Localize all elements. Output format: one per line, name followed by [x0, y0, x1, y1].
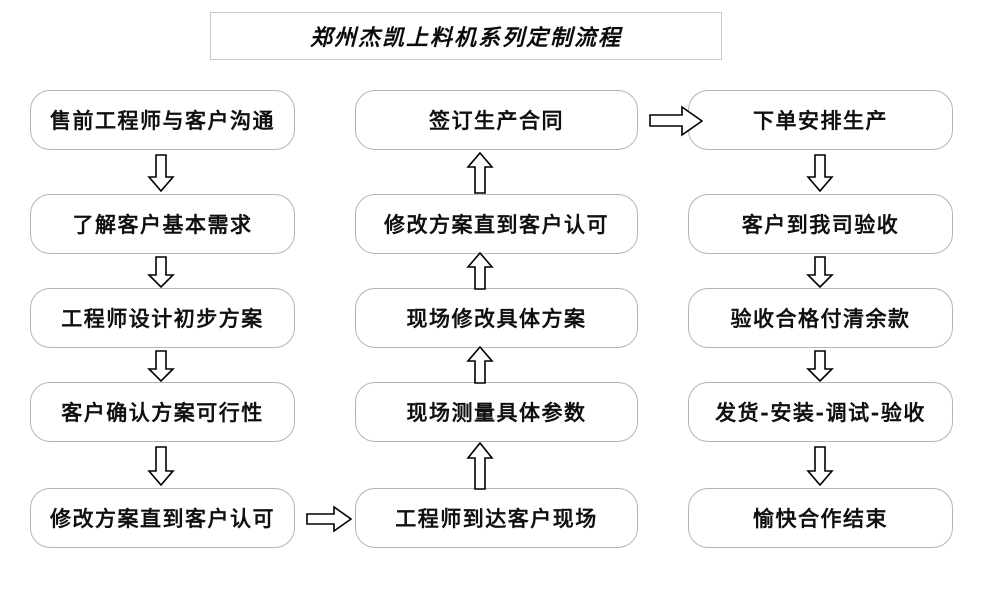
node-label: 售前工程师与客户沟通 — [50, 107, 275, 133]
node-c3-r4[interactable]: 发货-安装-调试-验收 — [688, 382, 953, 442]
node-c2-r3[interactable]: 现场修改具体方案 — [355, 288, 638, 348]
node-c1-r5[interactable]: 修改方案直到客户认可 — [30, 488, 295, 548]
node-c3-r2[interactable]: 客户到我司验收 — [688, 194, 953, 254]
arrow-right-icon — [306, 503, 352, 535]
node-c3-r3[interactable]: 验收合格付清余款 — [688, 288, 953, 348]
node-c2-r1[interactable]: 签订生产合同 — [355, 90, 638, 150]
title-box: 郑州杰凯上料机系列定制流程 — [210, 12, 722, 60]
node-c2-r5[interactable]: 工程师到达客户现场 — [355, 488, 638, 548]
node-label: 工程师到达客户现场 — [395, 505, 598, 531]
node-c1-r4[interactable]: 客户确认方案可行性 — [30, 382, 295, 442]
node-label: 验收合格付清余款 — [730, 305, 911, 331]
node-c3-r5[interactable]: 愉快合作结束 — [688, 488, 953, 548]
arrow-down-icon — [145, 256, 177, 288]
node-c2-r2[interactable]: 修改方案直到客户认可 — [355, 194, 638, 254]
node-label: 签订生产合同 — [429, 107, 564, 133]
arrow-down-icon — [804, 154, 836, 192]
arrow-down-icon — [145, 446, 177, 486]
node-label: 现场修改具体方案 — [406, 305, 587, 331]
node-label: 愉快合作结束 — [753, 505, 888, 531]
arrow-down-icon — [804, 350, 836, 382]
node-label: 下单安排生产 — [753, 107, 888, 133]
node-label: 修改方案直到客户认可 — [50, 505, 275, 531]
arrow-down-icon — [804, 446, 836, 486]
arrow-down-icon — [804, 256, 836, 288]
page-title: 郑州杰凯上料机系列定制流程 — [309, 25, 622, 51]
node-c1-r3[interactable]: 工程师设计初步方案 — [30, 288, 295, 348]
node-label: 工程师设计初步方案 — [61, 305, 264, 331]
arrow-right-icon — [649, 104, 703, 138]
arrow-up-icon — [464, 442, 496, 490]
node-c2-r4[interactable]: 现场测量具体参数 — [355, 382, 638, 442]
node-label: 修改方案直到客户认可 — [384, 211, 609, 237]
node-label: 客户到我司验收 — [741, 211, 900, 237]
node-c3-r1[interactable]: 下单安排生产 — [688, 90, 953, 150]
node-label: 了解客户基本需求 — [72, 211, 253, 237]
arrow-down-icon — [145, 154, 177, 192]
arrow-down-icon — [145, 350, 177, 382]
node-label: 现场测量具体参数 — [406, 399, 587, 425]
arrow-up-icon — [464, 346, 496, 384]
node-c1-r2[interactable]: 了解客户基本需求 — [30, 194, 295, 254]
node-label: 发货-安装-调试-验收 — [715, 399, 926, 425]
node-label: 客户确认方案可行性 — [61, 399, 264, 425]
arrow-up-icon — [464, 252, 496, 290]
node-c1-r1[interactable]: 售前工程师与客户沟通 — [30, 90, 295, 150]
arrow-up-icon — [464, 152, 496, 194]
